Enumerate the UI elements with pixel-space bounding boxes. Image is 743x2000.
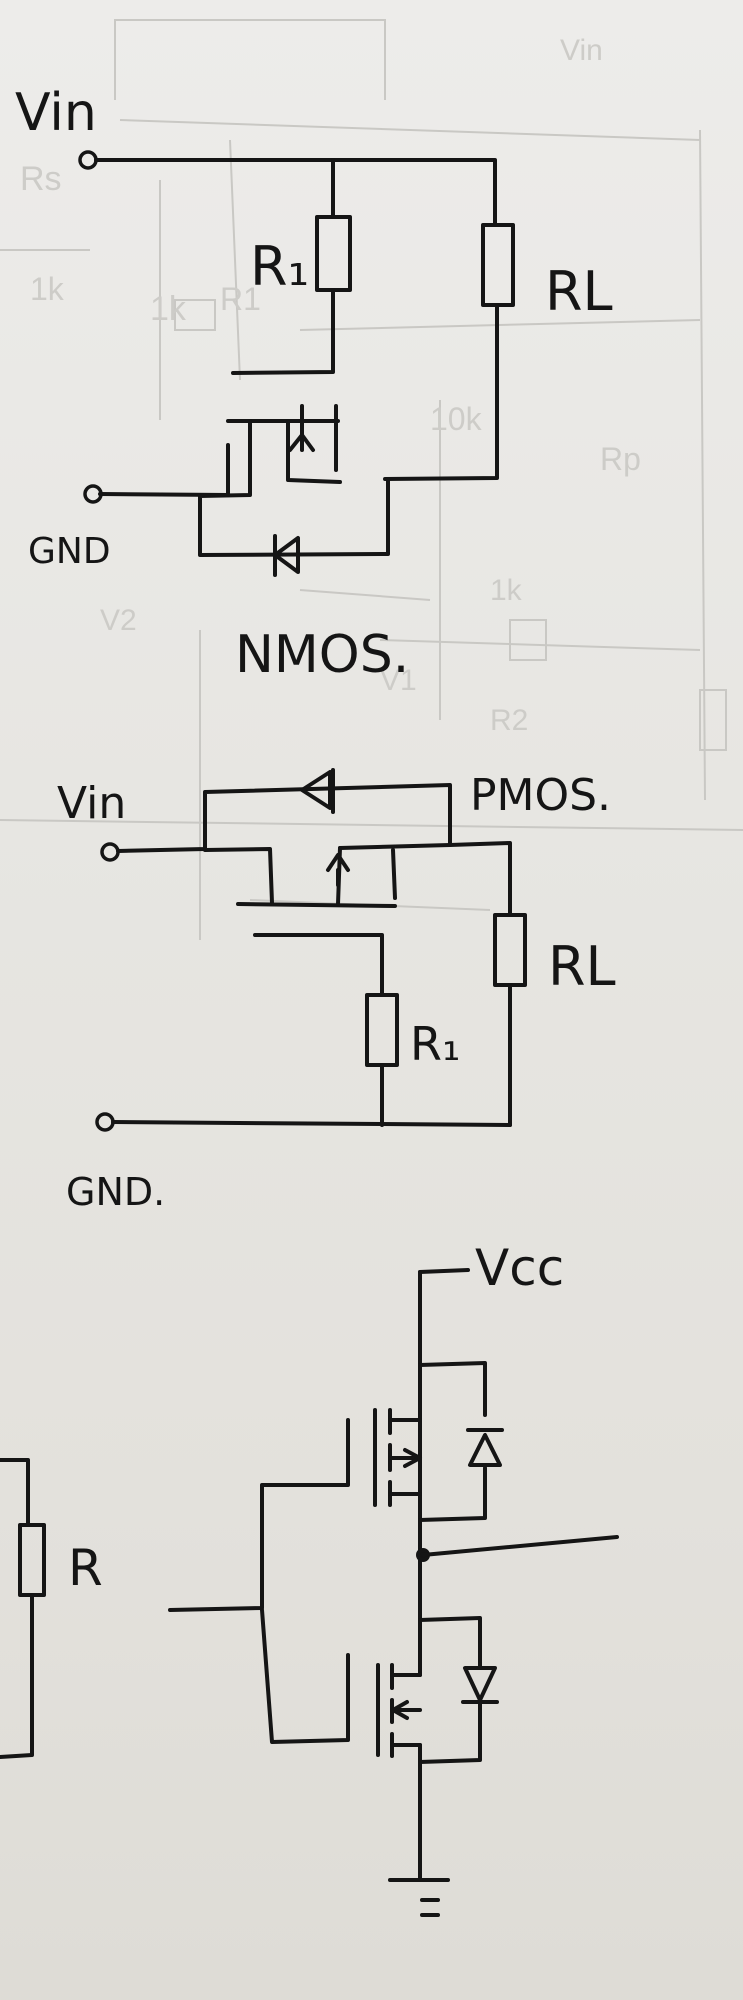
- type-label: PMOS.: [470, 770, 611, 821]
- vin-label: Vin: [57, 778, 126, 829]
- output-wire: [421, 1535, 619, 1557]
- svg-text:10k: 10k: [430, 401, 483, 437]
- svg-text:Rs: Rs: [20, 160, 62, 198]
- show-through-lines: Rs 1k 1k R1 10k Rp 1k R2 V2 V1 Vin: [0, 19, 743, 940]
- body-diode-icon: [273, 534, 300, 577]
- body-diode-icon: [300, 768, 335, 814]
- rl-resistor: [481, 223, 515, 307]
- svg-text:1k: 1k: [30, 271, 65, 307]
- vin-label: Vin: [15, 83, 97, 143]
- lower-mosfet: [376, 1618, 422, 1882]
- type-label: NMOS.: [235, 625, 409, 685]
- r1-label: R₁: [410, 1017, 460, 1071]
- svg-text:Rp: Rp: [600, 441, 641, 477]
- half-bridge-circuit: Vcc: [0, 1239, 619, 1917]
- nmos-transistor: [98, 404, 390, 557]
- pmos-transistor: [203, 843, 452, 997]
- svg-text:V2: V2: [100, 604, 137, 637]
- r-label: R: [68, 1539, 103, 1597]
- gnd-terminal: [83, 484, 103, 504]
- nmos-arrow-icon: [288, 433, 315, 452]
- r1-to-gate-wire: [231, 288, 335, 375]
- stray-resistor: [0, 1458, 46, 1759]
- gnd-label: GND: [28, 531, 111, 572]
- svg-text:1k: 1k: [150, 290, 187, 328]
- svg-text:1k: 1k: [490, 574, 523, 607]
- gate-drive-wire: [168, 1418, 350, 1612]
- upper-mosfet: [373, 1408, 422, 1507]
- vin-terminal: [78, 150, 98, 170]
- gnd-label: GND.: [66, 1170, 165, 1214]
- vin-terminal: [100, 842, 120, 862]
- ground-symbol-icon: [388, 1878, 450, 1917]
- gnd-rail: [111, 1120, 512, 1127]
- r1-label: R₁: [250, 235, 309, 298]
- rl-label: RL: [545, 260, 613, 323]
- rl-to-drain-wire: [383, 303, 499, 481]
- svg-text:Vin: Vin: [560, 34, 603, 67]
- pmos-circuit: Vin PMOS. RL R₁: [57, 768, 616, 1214]
- diode-lower-icon: [461, 1666, 499, 1704]
- r1-resistor: [365, 993, 399, 1067]
- r1-resistor: [315, 215, 352, 292]
- rl-resistor: [493, 913, 527, 987]
- vin-rail: [94, 158, 497, 227]
- gnd-terminal: [95, 1112, 115, 1132]
- nmos-circuit: Vin R₁ RL GND: [15, 83, 613, 685]
- svg-text:R1: R1: [220, 281, 261, 317]
- rl-label: RL: [548, 935, 616, 998]
- vin-rail: [116, 783, 512, 917]
- vcc-wire: [418, 1268, 470, 1274]
- svg-text:R2: R2: [490, 704, 528, 737]
- diode-upper-icon: [466, 1428, 504, 1467]
- vcc-label: Vcc: [475, 1239, 564, 1297]
- svg-text:V1: V1: [380, 664, 417, 697]
